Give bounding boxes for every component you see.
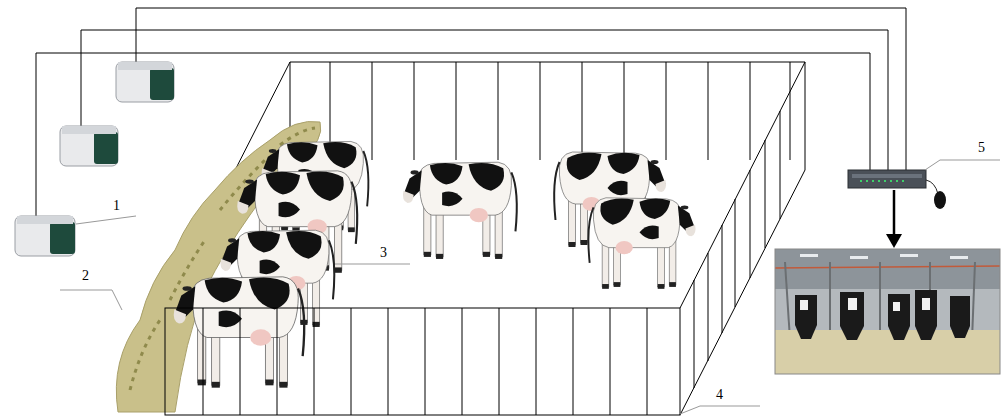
pen-fence: [165, 308, 680, 415]
callout-number: 3: [380, 245, 387, 261]
callout-number: 1: [113, 198, 120, 214]
cow-herd: [174, 141, 696, 387]
camera: [15, 216, 75, 256]
leader-line: [60, 160, 1000, 414]
callout-number: 5: [978, 140, 985, 156]
camera-view-image: [775, 249, 1000, 374]
callout-number: 2: [82, 268, 89, 284]
camera: [60, 126, 118, 166]
camera: [116, 62, 174, 102]
camera-wire: [136, 8, 906, 172]
arrow-head: [886, 234, 902, 248]
camera-wire: [81, 30, 888, 172]
network-switch: [848, 170, 926, 188]
pen-fence: [165, 62, 805, 415]
callout-number: 4: [716, 387, 723, 403]
mouse: [934, 191, 946, 209]
